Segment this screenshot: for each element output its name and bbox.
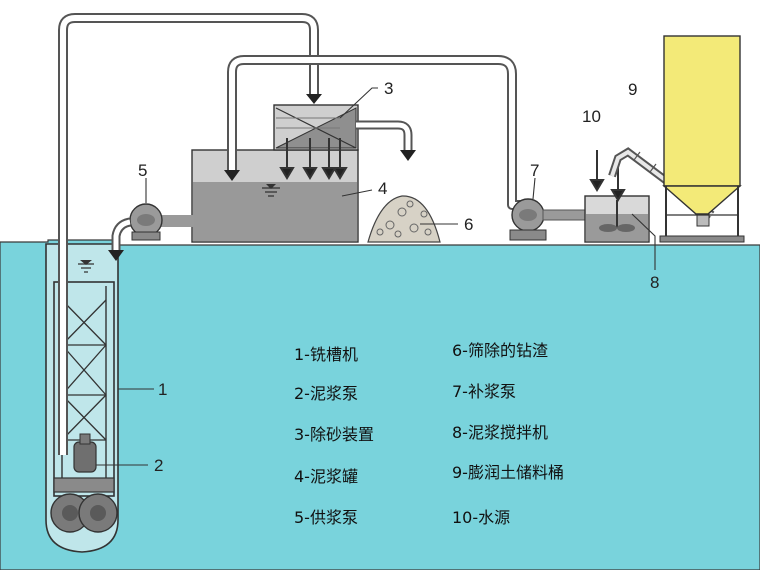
callout-5: 5 xyxy=(138,161,147,180)
callout-10: 10 xyxy=(582,107,601,126)
makeup-pump xyxy=(509,198,586,241)
callout-7: 7 xyxy=(530,161,539,180)
settling-arrows xyxy=(279,138,348,180)
supply-pump xyxy=(108,203,194,261)
callout-4: 4 xyxy=(378,179,387,198)
callout-9: 9 xyxy=(628,80,637,99)
slurry-mixer xyxy=(584,195,650,243)
callout-3: 3 xyxy=(384,79,393,98)
slurry-pump xyxy=(73,433,97,473)
legend-item-3: 3-除砂装置 xyxy=(294,425,374,444)
callout-8: 8 xyxy=(650,273,659,292)
spoil-pipe xyxy=(356,120,413,150)
legend-item-7: 7-补浆泵 xyxy=(452,382,516,401)
legend-item-1: 1-铣槽机 xyxy=(294,345,358,364)
legend-item-5: 5-供浆泵 xyxy=(294,508,358,527)
legend-item-2: 2-泥浆泵 xyxy=(294,384,358,403)
callout-1: 1 xyxy=(158,380,167,399)
slurry-tank xyxy=(191,149,359,243)
leader-lines xyxy=(96,87,656,466)
flow-arrow-tank xyxy=(224,170,240,181)
legend-item-9: 9-膨润土储料桶 xyxy=(452,463,564,482)
legend-item-8: 8-泥浆搅拌机 xyxy=(452,423,548,442)
spoil-heap xyxy=(367,195,441,243)
bentonite-silo xyxy=(659,35,745,243)
legend-item-6: 6-筛除的钻渣 xyxy=(452,341,548,360)
flow-arrow-desander xyxy=(306,94,322,104)
legend-item-10: 10-水源 xyxy=(452,508,511,527)
legend-item-4: 4-泥浆罐 xyxy=(294,467,358,486)
callout-2: 2 xyxy=(154,456,163,475)
hydromill xyxy=(50,281,118,533)
callout-6: 6 xyxy=(464,215,473,234)
